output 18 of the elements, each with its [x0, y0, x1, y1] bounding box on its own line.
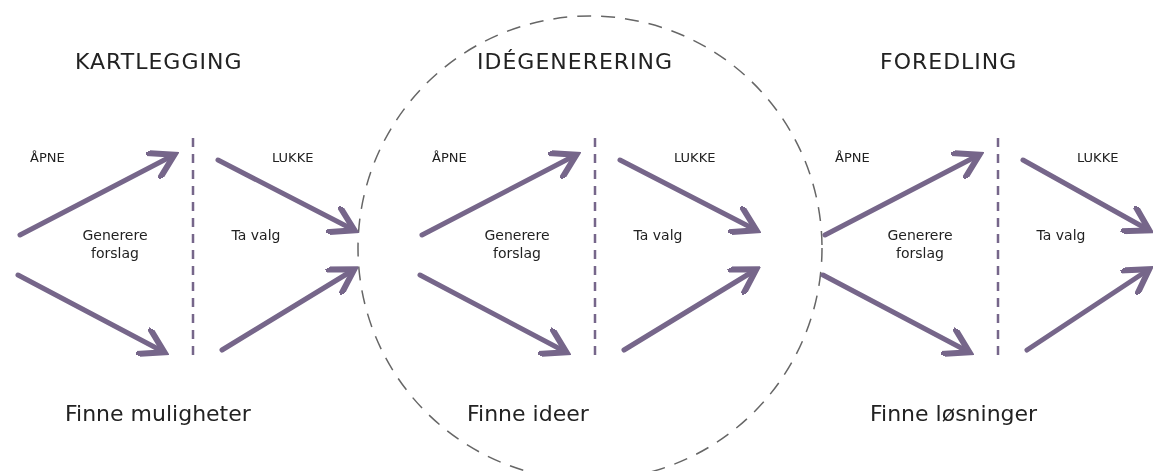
- converge-note: Ta valg: [632, 226, 684, 245]
- phase-title: IDÉGENERERING: [477, 48, 674, 76]
- diverge-note: Generere forslag: [81, 226, 149, 263]
- phase-caption: Finne løsninger: [870, 400, 1038, 428]
- diverge-note: Generere forslag: [483, 226, 551, 263]
- open-label: ÅPNE: [432, 150, 467, 167]
- open-label: ÅPNE: [835, 150, 870, 167]
- phase-caption: Finne muligheter: [65, 400, 251, 428]
- close-label: LUKKE: [674, 150, 716, 167]
- open-label: ÅPNE: [30, 150, 65, 167]
- phase-title: KARTLEGGING: [75, 48, 243, 76]
- converge-note: Ta valg: [230, 226, 282, 245]
- diverge-note: Generere forslag: [886, 226, 954, 263]
- converge-note: Ta valg: [1035, 226, 1087, 245]
- phase-caption: Finne ideer: [467, 400, 589, 428]
- close-label: LUKKE: [1077, 150, 1119, 167]
- close-label: LUKKE: [272, 150, 314, 167]
- phase-title: FOREDLING: [880, 48, 1018, 76]
